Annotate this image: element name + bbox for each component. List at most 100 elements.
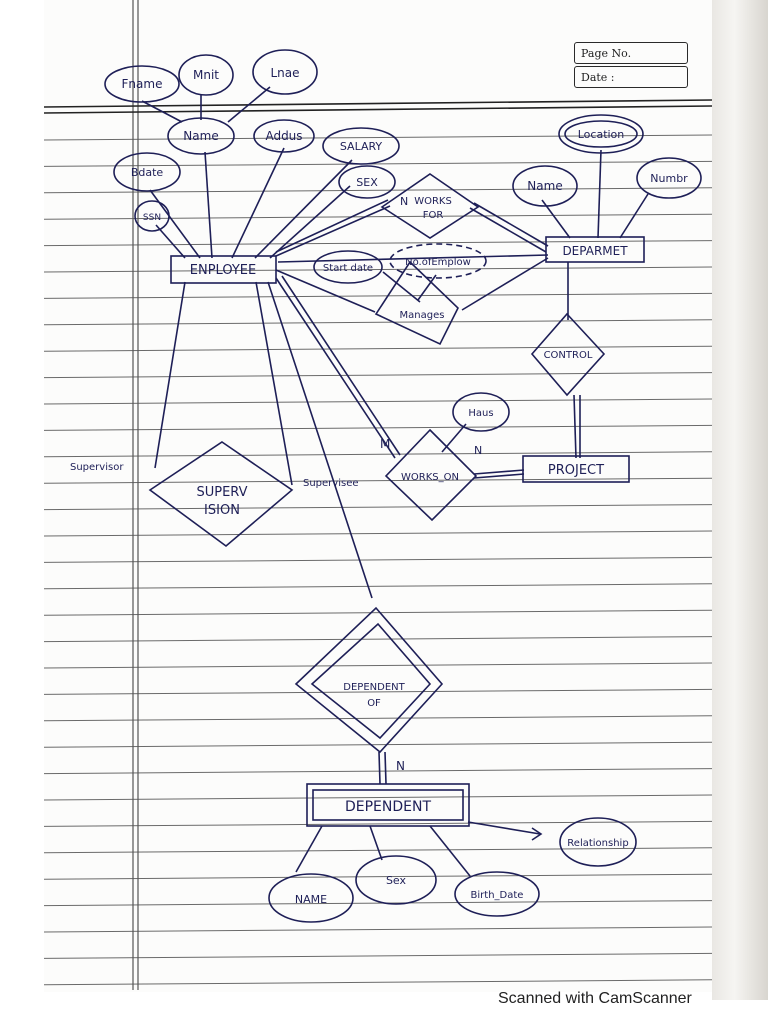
attribute-sex-label: SEX (356, 176, 378, 189)
attribute-location-label: Location (578, 128, 625, 141)
scanner-watermark: Scanned with CamScanner (498, 990, 692, 1007)
entity-department-label: DEPARMET (562, 244, 628, 258)
relationship-manages-diamond (374, 260, 459, 346)
relationship-supervision-diamond (148, 441, 294, 548)
attribute-relationship-label: Relationship (567, 838, 628, 849)
attribute-dept-name-ellipse (512, 165, 578, 207)
entity-dependent-inner-box (312, 789, 464, 821)
entity-employee-box (170, 255, 277, 284)
ruled-line (43, 240, 713, 247)
relationship-dependents-outer-diamond (294, 606, 444, 754)
attribute-number-ellipse (636, 157, 702, 199)
ruled-line (43, 292, 713, 299)
page-number-field: Page No. (574, 42, 688, 64)
attribute-birth-date-label: Birth_Date (471, 890, 524, 901)
relationship-manages-label: Manages (400, 310, 445, 321)
attribute-relationship-ellipse (559, 817, 637, 867)
entity-dependent-outer-box (306, 783, 470, 827)
relationship-works-for-diamond (380, 173, 480, 239)
department-attribute-links (541, 149, 649, 239)
attribute-no-of-employees-label: No.ofEmplow (405, 257, 471, 268)
ruled-line (43, 266, 713, 273)
entity-employee-label: ENPLOYEE (190, 263, 256, 278)
attribute-address-ellipse (253, 119, 315, 153)
ruled-line (43, 636, 713, 643)
page-number-label: Page No. (581, 47, 632, 60)
attribute-bdate-ellipse (113, 152, 181, 192)
attribute-dep-name-ellipse (268, 873, 354, 923)
attribute-ssn-label: SSN (143, 213, 161, 223)
role-supervisee-label: Supervisee (303, 478, 359, 489)
header-rule (43, 105, 713, 114)
ruled-line (43, 187, 713, 194)
works-for-links (275, 199, 549, 257)
entity-project-label: PROJECT (548, 463, 604, 478)
attribute-salary-ellipse (322, 127, 400, 165)
attribute-location-ellipse (558, 114, 644, 154)
attribute-dept-name-label: Name (527, 179, 562, 193)
attribute-minit-label: Mnit (193, 68, 219, 82)
ruled-line (43, 926, 713, 933)
ruled-line (43, 530, 713, 537)
notebook-spine (712, 0, 768, 1000)
attribute-no-of-employees-ellipse (389, 243, 487, 279)
ruled-line (43, 372, 713, 379)
ruled-line (43, 794, 713, 801)
attribute-start-date-ellipse (313, 250, 383, 284)
ruled-line (43, 583, 713, 590)
attribute-dep-sex-label: Sex (386, 874, 407, 887)
ruled-line (43, 715, 713, 722)
ruled-line (43, 424, 713, 431)
ruled-lines (43, 134, 713, 986)
controls-links (567, 262, 581, 459)
header-rule (43, 99, 713, 108)
relationship-dependents-label-1: DEPENDENT (343, 682, 405, 693)
attribute-lname-ellipse (252, 49, 318, 95)
date-field: Date : (574, 66, 688, 88)
ruled-line (43, 820, 713, 827)
cardinality-works-for-n: N (400, 195, 408, 208)
relationship-controls-label: CONTROL (544, 350, 593, 361)
ruled-line (43, 451, 713, 458)
attribute-bdate-label: Bdate (131, 166, 164, 179)
attribute-birth-date-ellipse (454, 871, 540, 917)
relationship-controls-diamond (530, 312, 606, 397)
attribute-dep-name-label: NAME (295, 893, 327, 906)
ruled-line (43, 952, 713, 959)
ruled-line (43, 477, 713, 484)
relationship-works-for-label-1: WORKS (414, 196, 452, 207)
ruled-line (43, 662, 713, 669)
ruled-line (43, 768, 713, 775)
attribute-name-ellipse (167, 117, 235, 155)
date-label: Date : (581, 71, 615, 84)
ruled-line (43, 688, 713, 695)
attribute-fname-ellipse (104, 65, 180, 103)
attribute-hours-label: Haus (468, 408, 493, 419)
relationship-works-on-diamond (384, 428, 478, 522)
cardinality-dependents-n: N (396, 759, 405, 773)
relationship-supervision-label-1: SUPERV (196, 485, 247, 500)
attribute-ssn-ellipse (134, 200, 170, 232)
attribute-location-inner-ellipse (564, 120, 638, 148)
attribute-sex-ellipse (338, 165, 396, 199)
attribute-dep-sex-ellipse (355, 855, 437, 905)
attribute-hours-ellipse (452, 392, 510, 432)
cardinality-works-on-n: N (474, 444, 482, 457)
attribute-lname-label: Lnae (270, 66, 299, 80)
employee-relationship-links (154, 275, 525, 599)
relationship-dependents-label-2: OF (367, 698, 381, 709)
attribute-start-date-label: Start date (323, 263, 373, 274)
ruled-line (43, 900, 713, 907)
relationship-dependents-inner-diamond (310, 622, 432, 740)
ruled-line (43, 504, 713, 511)
entity-project-box (522, 455, 630, 483)
ruled-line (43, 213, 713, 220)
cardinality-works-on-m: M (380, 437, 390, 451)
employee-attribute-links (141, 86, 353, 259)
role-supervisor-label: Supervisor (70, 462, 124, 473)
ruled-line (43, 134, 713, 141)
ruled-line (43, 345, 713, 352)
manages-links (275, 254, 549, 313)
